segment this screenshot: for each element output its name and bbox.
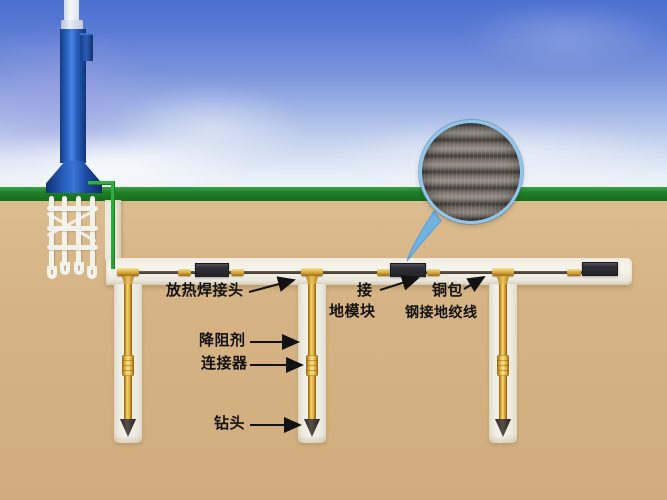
- label-copper-clad-line2: 钢接地绞线: [405, 304, 478, 320]
- cage-bar: [62, 196, 67, 266]
- crimp-sleeve: [178, 269, 191, 276]
- down-conductor-horizontal: [88, 181, 114, 184]
- mast-collar: [61, 20, 83, 30]
- label-exothermic-weld-joint: 放热焊接头: [166, 282, 244, 299]
- foundation-cage: [46, 196, 98, 289]
- label-drill-bit: 钻头: [214, 415, 246, 432]
- weld-joint-cap: [117, 268, 139, 276]
- magnifier-circle-stranded-wire: [419, 120, 523, 224]
- crimp-sleeve: [567, 269, 581, 276]
- rod-connector: [306, 355, 318, 376]
- cloud: [0, 135, 250, 195]
- ground-module-block: [582, 262, 618, 276]
- crimp-sleeve: [231, 269, 244, 276]
- label-resistance-reducing-agent: 降阻剂: [199, 332, 246, 349]
- ground-module-block: [195, 263, 229, 277]
- ground-rod: [114, 259, 142, 443]
- crimp-sleeve: [427, 269, 440, 276]
- cage-bar: [90, 196, 95, 270]
- rod-shaft: [308, 283, 316, 422]
- rod-connector: [497, 355, 509, 376]
- ground-rod: [489, 259, 517, 443]
- mast-nose-tip: [64, 0, 79, 23]
- label-connector: 连接器: [201, 355, 248, 372]
- ground-module-block: [390, 263, 426, 277]
- weld-joint-neck: [305, 276, 319, 284]
- label-ground-module-line1: 接: [357, 282, 373, 299]
- cloud: [460, 0, 667, 70]
- cage-rung: [47, 206, 98, 211]
- soil: [0, 201, 667, 500]
- cage-rung: [47, 245, 98, 250]
- down-conductor-vertical: [111, 181, 114, 269]
- weld-joint-neck: [496, 276, 510, 284]
- weld-joint-neck: [121, 276, 135, 284]
- cage-hook: [74, 262, 84, 275]
- rod-shaft: [499, 283, 507, 422]
- sky: [0, 0, 667, 201]
- cage-hook: [60, 262, 70, 275]
- mast-junction-box: [80, 33, 93, 61]
- rod-connector: [122, 355, 134, 376]
- weld-joint-cap: [492, 268, 514, 276]
- label-copper-clad-line1: 铜包: [432, 282, 464, 299]
- weld-joint-cap: [301, 268, 323, 276]
- cage-hook: [87, 266, 97, 279]
- rod-shaft: [124, 283, 132, 422]
- cage-hook: [47, 266, 57, 279]
- label-ground-module-line2: 地模块: [329, 303, 376, 320]
- ground-rod: [298, 259, 326, 443]
- crimp-sleeve: [377, 269, 390, 276]
